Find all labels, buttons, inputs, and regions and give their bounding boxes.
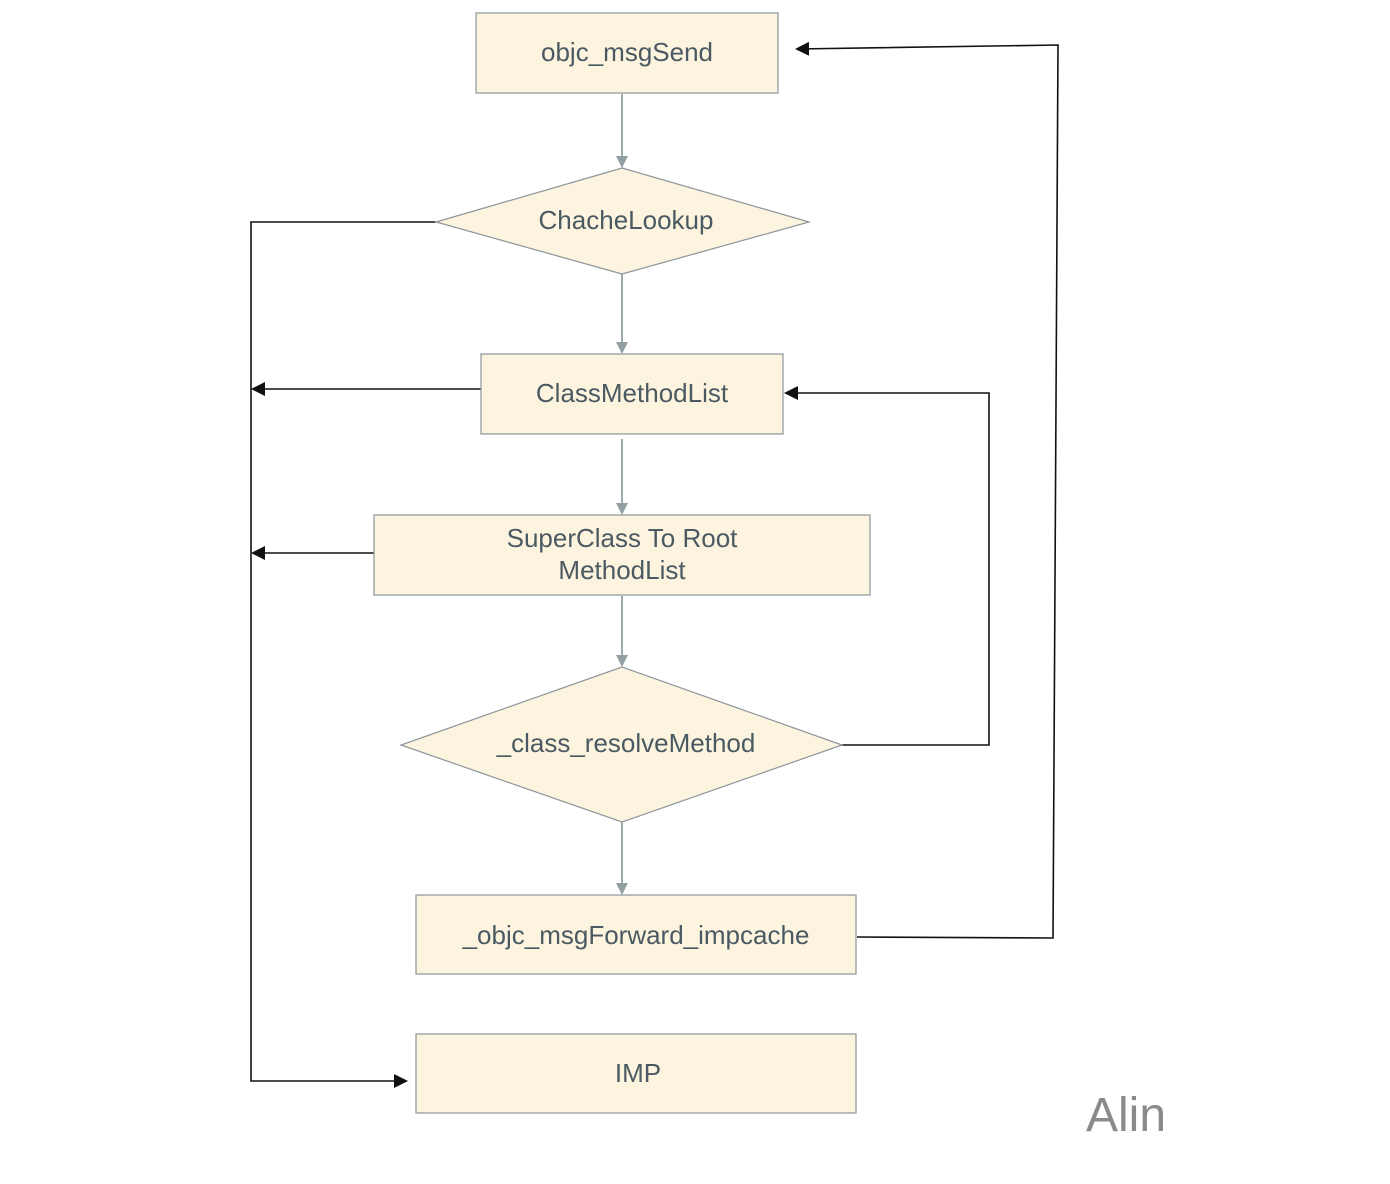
node-objc-msgsend-label: objc_msgSend [541, 37, 713, 67]
node-cache-lookup [433, 167, 812, 275]
node-imp-label: IMP [615, 1058, 661, 1088]
node-objc-msgforward-impcache-label: _objc_msgForward_impcache [462, 920, 810, 950]
arrow-msgforward-to-msgsend [795, 41, 1059, 939]
node-imp [415, 1033, 857, 1114]
arrow-cachelookup-to-imp [250, 221, 436, 1088]
node-class-resolve-method-label: _class_resolveMethod [496, 728, 756, 758]
author-watermark: Alin [1086, 1089, 1166, 1142]
arrow-resolvemethod-to-classmethodlist [784, 386, 990, 746]
node-class-method-list [480, 353, 784, 435]
node-class-resolve-method [399, 666, 844, 823]
node-objc-msgsend [475, 12, 779, 94]
node-superclass-method-list-label-line2: MethodList [558, 555, 686, 585]
node-superclass-method-list-label-line1: SuperClass To Root [507, 523, 739, 553]
node-superclass-method-list [373, 514, 871, 596]
node-objc-msgforward-impcache [415, 894, 857, 975]
node-class-method-list-label: ClassMethodList [536, 378, 729, 408]
node-cache-lookup-label: ChacheLookup [539, 205, 714, 235]
